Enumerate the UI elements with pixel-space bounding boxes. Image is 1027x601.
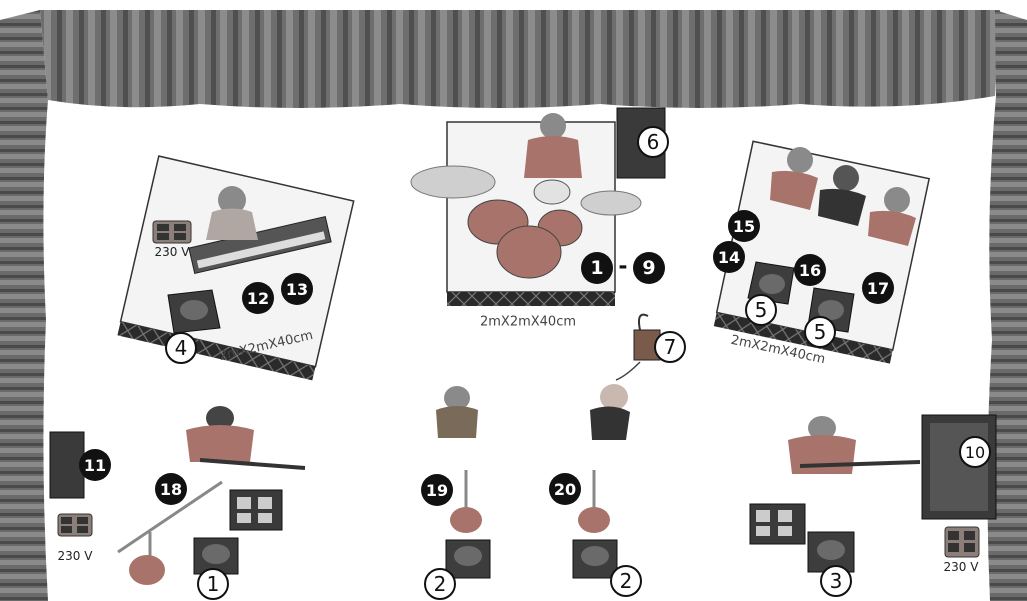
marker-12: 12 [242,282,274,314]
curtain-top [40,10,1000,108]
marker-10: 10 [959,436,991,468]
marker-15: 15 [728,210,760,242]
power-label-right: 230 V [944,560,979,574]
marker-16: 16 [794,254,826,286]
marker-6: 6 [637,126,669,158]
curtain-left [0,10,48,601]
marker-5b: 5 [804,316,836,348]
vocalist-19 [436,386,482,533]
marker-20: 20 [549,473,581,505]
power-outlet-keys [153,221,191,243]
power-label-keys: 230 V [155,245,190,259]
marker-3: 3 [820,565,852,597]
marker-17: 17 [862,272,894,304]
power-label-left: 230 V [58,549,93,563]
marker-14: 14 [713,241,745,273]
marker-19: 19 [421,474,453,506]
marker-2b: 2 [610,565,642,597]
marker-1-9-start: 1 [581,252,613,284]
guitarist-right [788,416,920,474]
drum-riser-truss [447,292,615,306]
pedalboard-right [750,504,805,544]
marker-1: 1 [197,568,229,600]
guitarist-left [186,406,305,468]
marker-1-9-end: 9 [633,252,665,284]
amp-10 [922,415,996,519]
pedalboard-left [230,490,282,530]
monitor-2b [573,540,617,578]
power-outlet-left [58,514,92,536]
marker-7: 7 [654,331,686,363]
marker-13: 13 [281,273,313,305]
marker-5a: 5 [745,294,777,326]
marker-2a: 2 [424,568,456,600]
monitor-2a [446,540,490,578]
monitor-4 [168,290,220,333]
marker-18: 18 [155,473,187,505]
marker-1-9-dash: - [618,255,627,280]
marker-4: 4 [165,332,197,364]
marker-11: 11 [79,449,111,481]
vocalist-20 [578,384,630,533]
drum-riser-label: 2mX2mX40cm [480,315,576,330]
power-outlet-right [945,527,979,557]
